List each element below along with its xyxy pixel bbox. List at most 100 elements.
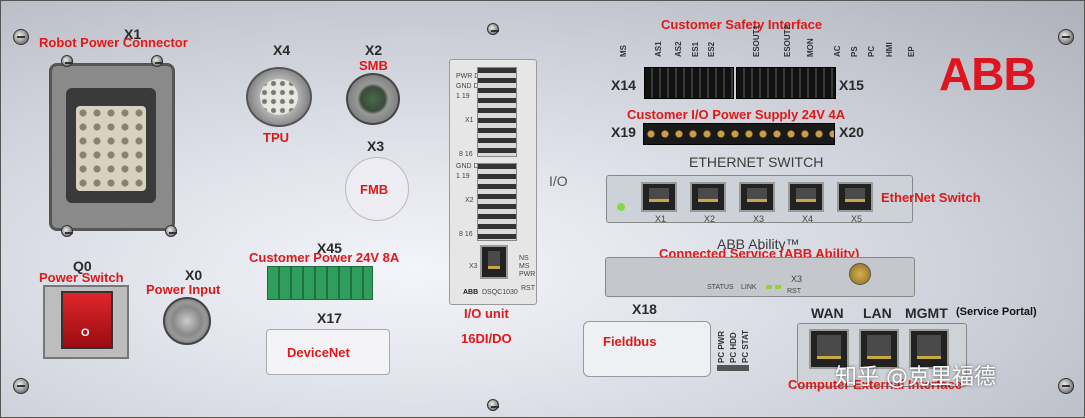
io-mid-label: 1 19: [456, 173, 470, 180]
io-model: DSQC1030: [482, 289, 518, 296]
io-rst-label: RST: [521, 285, 535, 292]
ethernet-port-label: X5: [851, 214, 863, 224]
ethernet-switch-label: EtherNet Switch: [881, 190, 981, 205]
power-switch[interactable]: O: [61, 291, 113, 349]
safety-pin-label: AS1: [654, 41, 663, 57]
digital-input-terminal[interactable]: [477, 163, 517, 241]
pc-status-label: PC HDD: [729, 332, 738, 363]
digital-output-terminal[interactable]: [477, 67, 517, 157]
ability-title: ABB Ability™: [717, 236, 800, 252]
safety-pin-label: PC: [867, 45, 876, 57]
ethernet-port-label: X2: [704, 214, 716, 224]
safety-pin-label: AC: [833, 45, 842, 57]
x2-id: X2: [365, 42, 383, 58]
fieldbus-label: Fieldbus: [603, 334, 657, 349]
wan-port[interactable]: [809, 329, 849, 369]
io-network-port[interactable]: [480, 245, 508, 279]
ethernet-power-led: [617, 203, 625, 211]
abb-logo: ABB: [939, 48, 1037, 100]
connector-screw: [165, 225, 177, 237]
io-brand: ABB: [463, 289, 479, 296]
x14-id: X14: [611, 77, 636, 93]
tpu-connector[interactable]: [246, 67, 312, 127]
x14-safety-terminal[interactable]: [644, 67, 734, 99]
connector-screw: [61, 225, 73, 237]
fieldbus-slot[interactable]: [583, 321, 711, 377]
io-x3-label: X3: [469, 263, 478, 270]
pc-status-label: PC PWR: [717, 331, 726, 363]
x45-id: X45: [317, 240, 342, 256]
ethernet-port-x3[interactable]: [739, 182, 775, 212]
ability-link-label: LINK: [741, 284, 757, 291]
power-input-connector[interactable]: [163, 297, 211, 345]
mgmt-label: MGMT: [905, 305, 948, 321]
connector-screw: [61, 55, 73, 67]
io-top-label: 1 19: [456, 93, 470, 100]
x17-id: X17: [317, 310, 342, 326]
ethernet-port-x4[interactable]: [788, 182, 824, 212]
devicenet-port[interactable]: [266, 329, 390, 375]
io-led-label: MS: [519, 263, 530, 270]
connector-screw: [151, 55, 163, 67]
x1-id: X1: [124, 26, 142, 42]
safety-pin-label: ES2: [707, 41, 716, 57]
x15-id: X15: [839, 77, 864, 93]
ethernet-switch-title: ETHERNET SWITCH: [689, 154, 824, 170]
pc-status-leds: [717, 365, 749, 371]
safety-pin-label: ESOUT1: [752, 24, 761, 57]
x1-label: Robot Power Connector: [39, 35, 188, 50]
panel-screw: [487, 23, 499, 35]
smb-connector[interactable]: [346, 73, 400, 125]
pc-status-label: PC STAT: [741, 329, 750, 363]
safety-pin-label: ES1: [691, 41, 700, 57]
robot-power-connector[interactable]: [49, 63, 175, 231]
ethernet-port-label: X1: [655, 214, 667, 224]
abb-logo-text: ABB: [939, 48, 1037, 100]
x4-id: X4: [273, 42, 291, 58]
io-top-label: GND DO: [456, 83, 484, 90]
io-power-supply-terminal[interactable]: [643, 123, 835, 145]
customer-power-terminal[interactable]: [267, 266, 373, 300]
safety-pin-label: ESOUT2: [783, 24, 792, 57]
ability-label: Connected Service (ABB Ability): [659, 246, 860, 261]
x3-id: X3: [367, 138, 385, 154]
panel-screw: [13, 29, 29, 45]
panel-screw: [487, 399, 499, 411]
x20-id: X20: [839, 124, 864, 140]
io-mid-label: GND DI: [456, 163, 481, 170]
service-portal-label: (Service Portal): [956, 306, 1037, 318]
x45-label: Customer Power 24V 8A: [249, 250, 400, 265]
ability-status-label: STATUS: [707, 284, 734, 291]
ability-led: [775, 285, 781, 289]
safety-pin-label: MON: [806, 38, 815, 57]
safety-pin-label: HMI: [885, 42, 894, 57]
io-pin-label: 8 16: [459, 151, 473, 158]
lan-label: LAN: [863, 305, 892, 321]
lan-port[interactable]: [859, 329, 899, 369]
io-led-label: PWR: [519, 271, 536, 278]
x19-id: X19: [611, 124, 636, 140]
io-side-label: I/O: [549, 173, 568, 189]
mgmt-port[interactable]: [909, 329, 949, 369]
q0-id: Q0: [73, 258, 92, 274]
x15-safety-terminal[interactable]: [736, 67, 836, 99]
ethernet-port-x2[interactable]: [690, 182, 726, 212]
panel-screw: [13, 378, 29, 394]
io-x2-label: X2: [465, 197, 474, 204]
x2-label: SMB: [359, 58, 388, 73]
x3-label: FMB: [360, 182, 389, 197]
io-top-label: PWR DO: [456, 73, 485, 80]
wan-label: WAN: [811, 305, 844, 321]
fmb-cover: [345, 157, 409, 221]
io-pin-label: 8 16: [459, 231, 473, 238]
ethernet-port-x5[interactable]: [837, 182, 873, 212]
x18-id: X18: [632, 301, 657, 317]
q0-label: Power Switch: [39, 270, 124, 285]
ability-antenna-connector[interactable]: [849, 263, 871, 285]
ability-x3-label: X3: [791, 274, 803, 284]
ethernet-port-x1[interactable]: [641, 182, 677, 212]
io-x1-label: X1: [465, 117, 474, 124]
safety-pin-label: MS: [619, 45, 628, 57]
x17-label: DeviceNet: [287, 345, 350, 360]
